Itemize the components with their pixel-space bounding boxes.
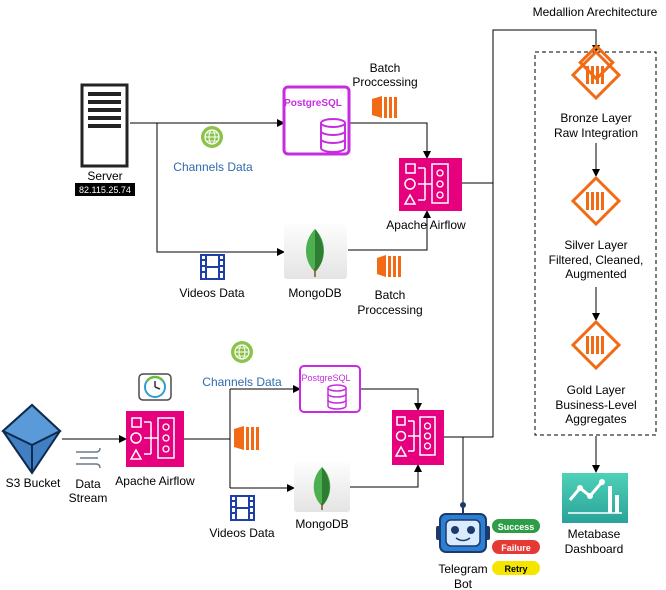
globe-icon bbox=[231, 341, 253, 363]
gold-layer-line3: Aggregates bbox=[565, 412, 626, 426]
postgresql-text: PostgreSQL bbox=[284, 98, 342, 109]
bottom-channels-label: Channels Data bbox=[202, 375, 282, 389]
airflow-icon bbox=[126, 411, 184, 467]
data-stream-icon bbox=[76, 447, 101, 469]
airflow-icon bbox=[392, 410, 444, 465]
top-airflow-label: Apache Airflow bbox=[386, 218, 466, 232]
bottom-airflow-label: Apache Airflow bbox=[115, 474, 195, 488]
data-stream-line1: Data bbox=[75, 477, 101, 491]
top-batch-line2: Proccessing bbox=[352, 75, 417, 89]
retry-badge-text: Retry bbox=[504, 564, 527, 574]
mongodb-icon bbox=[294, 462, 350, 512]
scheduler-icon bbox=[138, 373, 172, 401]
server-icon bbox=[80, 83, 129, 168]
s3-bucket-icon bbox=[1, 403, 62, 475]
metabase-line1: Metabase bbox=[568, 527, 621, 541]
edge-mongodb2-airflow2 bbox=[350, 464, 422, 488]
server-ip: 82.115.25.74 bbox=[79, 185, 131, 195]
edges bbox=[62, 29, 600, 512]
bronze-layer-line2: Raw Integration bbox=[554, 126, 638, 140]
batch-processing-icon bbox=[377, 255, 401, 277]
top-mongodb-label: MongoDB bbox=[288, 286, 341, 300]
s3-bucket-label: S3 Bucket bbox=[6, 476, 61, 490]
edge-mongodb-airflow bbox=[348, 210, 431, 251]
airflow-icon bbox=[399, 158, 462, 211]
metabase-line2: Dashboard bbox=[565, 542, 624, 556]
retry-badge: Retry bbox=[492, 561, 540, 575]
mongodb-icon bbox=[284, 224, 347, 279]
edge-airflow-medallion bbox=[462, 29, 600, 184]
top-batch2-line2: Proccessing bbox=[357, 303, 422, 317]
failure-badge-text: Failure bbox=[501, 543, 531, 553]
silver-layer-line1: Silver Layer bbox=[564, 238, 627, 252]
top-videos-label: Videos Data bbox=[179, 286, 244, 300]
globe-icon bbox=[201, 126, 223, 148]
diagram-title: Medallion Arechitecture bbox=[533, 5, 658, 19]
edge-postgres-airflow bbox=[350, 122, 431, 159]
top-channels-label: Channels Data bbox=[173, 160, 253, 174]
edge-server-mongodb bbox=[156, 123, 285, 256]
gold-layer-icon bbox=[570, 319, 622, 371]
film-icon bbox=[230, 495, 255, 521]
batch-processing-icon bbox=[234, 426, 259, 450]
gold-layer-line1: Gold Layer bbox=[567, 383, 626, 397]
postgresql-text: PostgreSQL bbox=[301, 373, 350, 383]
telegram-bot-icon bbox=[436, 502, 490, 553]
bottom-mongodb-label: MongoDB bbox=[295, 517, 348, 531]
bronze-layer-line1: Bronze Layer bbox=[560, 111, 631, 125]
edge-postgres2-airflow2 bbox=[360, 388, 422, 411]
success-badge-text: Success bbox=[498, 522, 535, 532]
film-icon bbox=[200, 254, 225, 280]
bronze-layer-icon bbox=[570, 44, 622, 101]
silver-layer-line3: Augmented bbox=[565, 267, 626, 281]
silver-layer-icon bbox=[570, 175, 622, 227]
telegram-bot-line1: Telegram bbox=[438, 562, 487, 576]
batch-processing-icon bbox=[372, 96, 397, 118]
top-batch2-line1: Batch bbox=[375, 288, 406, 302]
failure-badge: Failure bbox=[492, 540, 540, 554]
data-stream-line2: Stream bbox=[69, 491, 108, 505]
server-ip-background bbox=[75, 183, 135, 196]
metabase-icon bbox=[562, 473, 628, 523]
bottom-videos-label: Videos Data bbox=[209, 526, 274, 540]
telegram-bot-line2: Bot bbox=[454, 577, 473, 590]
postgresql-icon: PostgreSQL bbox=[282, 85, 351, 156]
top-batch-line1: Batch bbox=[370, 61, 401, 75]
edge-airflow2-medallion bbox=[444, 183, 494, 438]
success-badge: Success bbox=[492, 519, 540, 533]
server-label: Server bbox=[87, 169, 122, 183]
silver-layer-line2: Filtered, Cleaned, bbox=[549, 253, 644, 267]
postgresql-icon: PostgreSQL bbox=[299, 365, 361, 413]
gold-layer-line2: Business-Level bbox=[555, 398, 636, 412]
